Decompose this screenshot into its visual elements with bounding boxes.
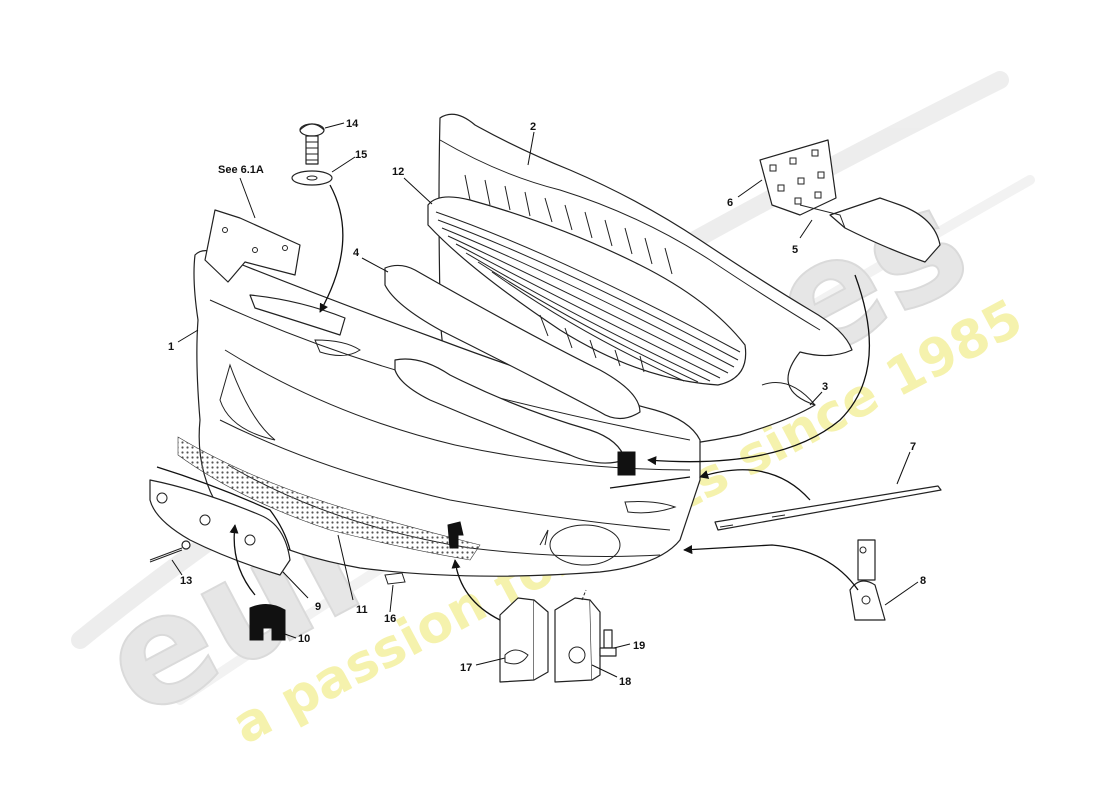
callouts: 1 2 3 4 5 6 7 8 9 10 11 12 13 14 15 16 1 bbox=[168, 118, 926, 688]
callout-14: 14 bbox=[346, 118, 359, 130]
callout-17: 17 bbox=[460, 662, 472, 674]
callout-12: 12 bbox=[392, 166, 404, 178]
callout-18: 18 bbox=[619, 676, 631, 688]
upper-mount-plate bbox=[204, 209, 346, 336]
callout-8: 8 bbox=[920, 575, 926, 587]
reference-leader bbox=[239, 177, 256, 219]
callout-4: 4 bbox=[353, 247, 360, 259]
callout-9: 9 bbox=[315, 601, 321, 613]
callout-10: 10 bbox=[298, 633, 310, 645]
callout-15: 15 bbox=[355, 149, 367, 161]
callout-16: 16 bbox=[384, 613, 396, 625]
clip-black-upper bbox=[609, 451, 691, 489]
callout-3: 3 bbox=[822, 381, 828, 393]
trim-strip-7 bbox=[714, 485, 942, 531]
callout-2: 2 bbox=[530, 121, 536, 133]
bracket-18 bbox=[554, 589, 601, 683]
callout-13: 13 bbox=[180, 575, 192, 587]
front-grille bbox=[427, 174, 747, 386]
bolt-19 bbox=[599, 629, 617, 657]
callout-7: 7 bbox=[910, 441, 916, 453]
bracket-17 bbox=[499, 597, 549, 683]
screw-14 bbox=[299, 123, 325, 165]
bracket-8 bbox=[849, 539, 886, 621]
clip-10 bbox=[249, 604, 286, 641]
bolt-13 bbox=[149, 540, 191, 563]
mesh-grille-11 bbox=[177, 436, 481, 561]
callout-11: 11 bbox=[356, 604, 368, 616]
washer-15 bbox=[291, 170, 333, 186]
bumper-strip-4 bbox=[384, 264, 641, 420]
reference-label: See 6.1A bbox=[218, 164, 264, 176]
impact-absorber-9 bbox=[149, 466, 291, 576]
bracket-5 bbox=[799, 197, 941, 263]
bracket-6 bbox=[759, 139, 837, 216]
callout-6: 6 bbox=[727, 197, 733, 209]
callout-5: 5 bbox=[792, 244, 798, 256]
callout-1: 1 bbox=[168, 341, 174, 353]
clip-black-lower bbox=[447, 521, 464, 549]
callout-19: 19 bbox=[633, 640, 645, 652]
assembly-arrows bbox=[229, 184, 870, 621]
